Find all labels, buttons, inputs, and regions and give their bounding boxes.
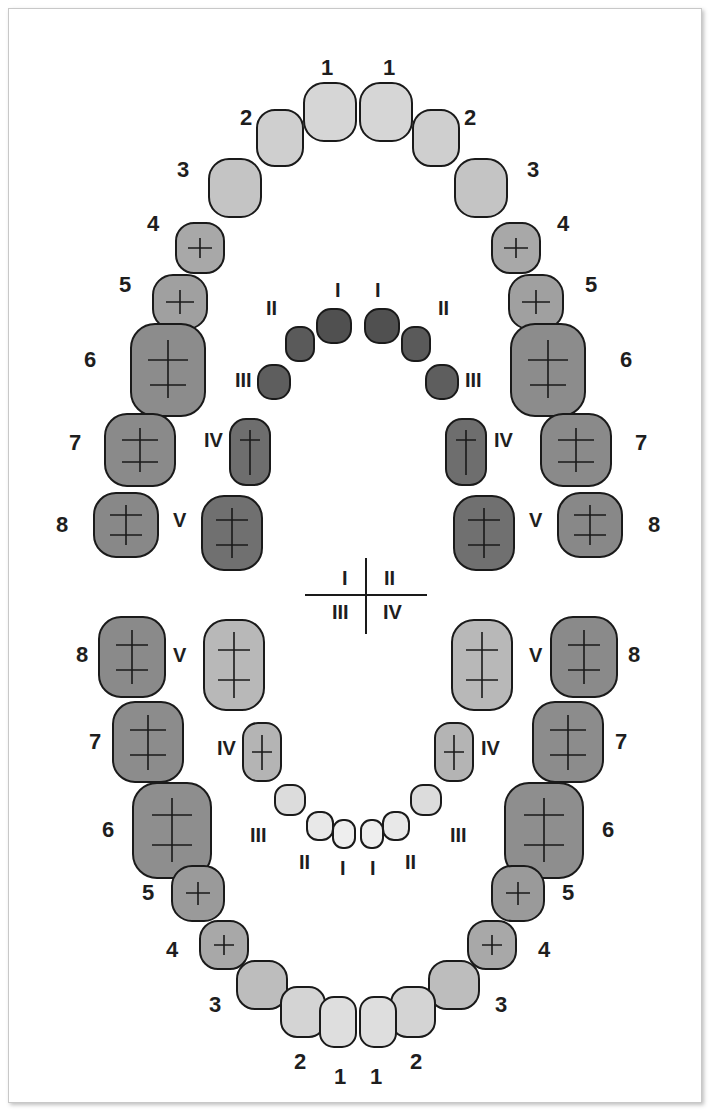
deciduous-tooth-number: I — [340, 858, 346, 878]
permanent-tooth-number: 7 — [635, 432, 647, 454]
permanent-tooth-number: 6 — [602, 819, 614, 841]
deciduous-tooth-number: V — [173, 510, 186, 530]
permanent-tooth-number: 5 — [119, 274, 131, 296]
permanent-tooth-number: 4 — [147, 213, 159, 235]
permanent-tooth-number: 1 — [321, 57, 333, 79]
permanent-tooth-number: 1 — [383, 57, 395, 79]
deciduous-tooth-number: I — [335, 280, 341, 300]
permanent-tooth-number: 3 — [495, 994, 507, 1016]
permanent-tooth-number: 4 — [538, 939, 550, 961]
permanent-tooth-number: 5 — [142, 882, 154, 904]
quadrant-number: II — [384, 568, 395, 588]
permanent-tooth-number: 3 — [209, 994, 221, 1016]
quadrant-number: IV — [383, 602, 402, 622]
deciduous-tooth-number: IV — [204, 430, 223, 450]
deciduous-tooth-number: II — [266, 298, 277, 318]
permanent-tooth-number: 8 — [628, 644, 640, 666]
deciduous-tooth-number: III — [465, 370, 482, 390]
permanent-tooth-number: 1 — [334, 1066, 346, 1088]
deciduous-tooth-number: II — [405, 852, 416, 872]
permanent-tooth-number: 2 — [294, 1051, 306, 1073]
deciduous-tooth-number: III — [235, 370, 252, 390]
permanent-tooth-number: 2 — [410, 1051, 422, 1073]
permanent-tooth-number: 7 — [615, 731, 627, 753]
permanent-tooth-number: 7 — [89, 731, 101, 753]
deciduous-tooth-number: III — [250, 825, 267, 845]
permanent-tooth-number: 1 — [370, 1066, 382, 1088]
permanent-tooth-number: 7 — [69, 432, 81, 454]
deciduous-tooth-number: I — [370, 858, 376, 878]
permanent-tooth-number: 3 — [177, 159, 189, 181]
permanent-tooth-number: 8 — [56, 514, 68, 536]
deciduous-tooth-number: V — [173, 645, 186, 665]
quadrant-line — [365, 558, 367, 634]
deciduous-tooth-number: IV — [494, 430, 513, 450]
left-half-teeth — [360, 83, 622, 1047]
quadrant-number: I — [342, 568, 348, 588]
deciduous-tooth-number: II — [299, 852, 310, 872]
permanent-tooth-number: 4 — [166, 939, 178, 961]
deciduous-tooth-number: IV — [217, 738, 236, 758]
deciduous-tooth-number: IV — [481, 738, 500, 758]
permanent-tooth-number: 8 — [76, 644, 88, 666]
deciduous-tooth-number: II — [438, 298, 449, 318]
permanent-tooth-number: 5 — [585, 274, 597, 296]
permanent-tooth-number: 6 — [620, 349, 632, 371]
quadrant-number: III — [332, 602, 349, 622]
permanent-tooth-number: 6 — [84, 349, 96, 371]
deciduous-tooth-number: I — [375, 280, 381, 300]
permanent-tooth-number: 2 — [240, 107, 252, 129]
deciduous-tooth-number: V — [529, 645, 542, 665]
permanent-tooth-number: 8 — [648, 514, 660, 536]
permanent-tooth-number: 4 — [557, 213, 569, 235]
permanent-tooth-number: 2 — [464, 107, 476, 129]
permanent-tooth-number: 3 — [527, 159, 539, 181]
permanent-tooth-number: 5 — [562, 882, 574, 904]
permanent-tooth-number: 6 — [102, 819, 114, 841]
deciduous-tooth-number: V — [529, 510, 542, 530]
deciduous-tooth-number: III — [450, 825, 467, 845]
right-half-teeth — [94, 83, 356, 1047]
